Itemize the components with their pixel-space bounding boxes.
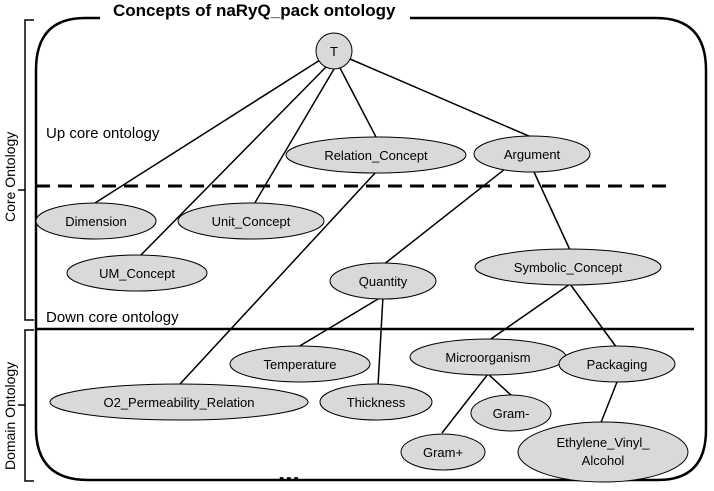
node-temperature: Temperature — [229, 345, 371, 383]
core-ontology-label: Core Ontology — [2, 132, 18, 222]
node-packaging: Packaging — [558, 345, 676, 383]
outer-frame — [34, 16, 708, 482]
more-ellipsis: ... — [278, 457, 300, 487]
node-thickness: Thickness — [319, 383, 433, 421]
edge-quantity-temperature — [297, 295, 384, 348]
edge-argument-quantity — [382, 164, 511, 266]
edge-microorganism-gram-plus — [441, 373, 489, 434]
node-o2-permeability-relation: O2_Permeability_Relation — [49, 383, 309, 421]
node-ethylene-vinyl-alcohol: Ethylene_Vinyl_ Alcohol — [517, 421, 689, 483]
edge-top-argument — [349, 58, 532, 138]
svg-text:Symbolic_Concept: Symbolic_Concept — [514, 260, 623, 275]
svg-text:Thickness: Thickness — [347, 395, 406, 410]
node-relation-concept: Relation_Concept — [285, 136, 467, 174]
svg-text:O2_Permeability_Relation: O2_Permeability_Relation — [103, 395, 254, 410]
node-gram-plus: Gram+ — [400, 433, 486, 471]
diagram-title: Concepts of naRyQ_pack ontology — [113, 1, 396, 20]
edges — [94, 58, 618, 434]
domain-ontology-label: Domain Ontology — [2, 362, 18, 470]
edge-microorganism-gram-minus — [487, 373, 513, 397]
svg-text:UM_Concept: UM_Concept — [99, 266, 175, 281]
node-top: T — [315, 32, 353, 70]
svg-text:Gram+: Gram+ — [423, 445, 463, 460]
edge-packaging-ethylene — [599, 381, 618, 426]
node-dimension: Dimension — [35, 202, 157, 240]
node-microorganism: Microorganism — [409, 338, 567, 376]
svg-text:Microorganism: Microorganism — [445, 350, 530, 365]
edge-top-unit-concept — [252, 68, 335, 207]
node-argument: Argument — [473, 135, 591, 173]
svg-text:Argument: Argument — [504, 147, 561, 162]
svg-text:Ethylene_Vinyl_: Ethylene_Vinyl_ — [557, 435, 651, 450]
edge-relation-o2 — [179, 171, 377, 385]
down-core-label: Down core ontology — [46, 309, 179, 326]
svg-text:Gram-: Gram- — [493, 406, 530, 421]
svg-text:T: T — [330, 44, 338, 59]
node-um-concept: UM_Concept — [66, 254, 208, 292]
up-core-label: Up core ontology — [46, 125, 160, 142]
svg-text:Temperature: Temperature — [264, 357, 337, 372]
edge-quantity-thickness — [377, 295, 384, 387]
node-unit-concept: Unit_Concept — [177, 202, 325, 240]
svg-text:Relation_Concept: Relation_Concept — [324, 148, 428, 163]
svg-text:Quantity: Quantity — [359, 274, 408, 289]
node-symbolic-concept: Symbolic_Concept — [474, 248, 662, 286]
edge-top-relation-concept — [339, 67, 377, 138]
core-bracket — [18, 19, 34, 321]
node-gram-minus: Gram- — [470, 394, 552, 432]
edge-argument-symbolic — [533, 171, 571, 251]
edge-symbolic-microorganism — [487, 283, 571, 342]
svg-text:Dimension: Dimension — [65, 214, 126, 229]
svg-text:Unit_Concept: Unit_Concept — [212, 214, 291, 229]
svg-text:Packaging: Packaging — [587, 357, 648, 372]
edge-top-dimension — [94, 59, 321, 204]
edge-symbolic-packaging — [569, 283, 618, 349]
node-quantity: Quantity — [329, 262, 437, 300]
domain-bracket — [18, 329, 34, 482]
svg-text:Alcohol: Alcohol — [582, 453, 625, 468]
edge-top-um-concept — [137, 66, 327, 259]
